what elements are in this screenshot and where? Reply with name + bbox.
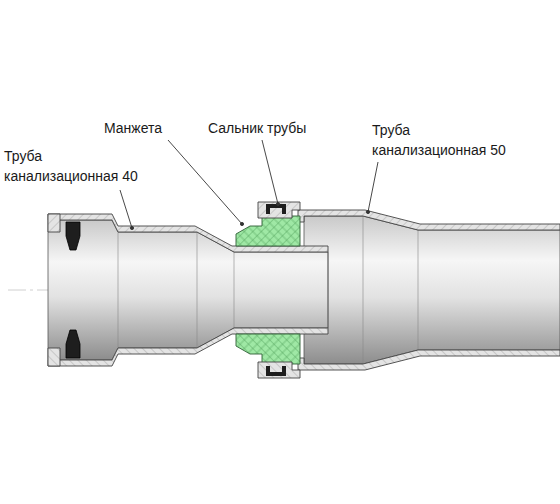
part-label: Труба канализационная 40 (4, 146, 144, 186)
part-label: Труба канализационная 50 (372, 120, 512, 160)
part-label: Манжета (104, 118, 162, 138)
part-label: Сальник трубы (208, 118, 306, 138)
